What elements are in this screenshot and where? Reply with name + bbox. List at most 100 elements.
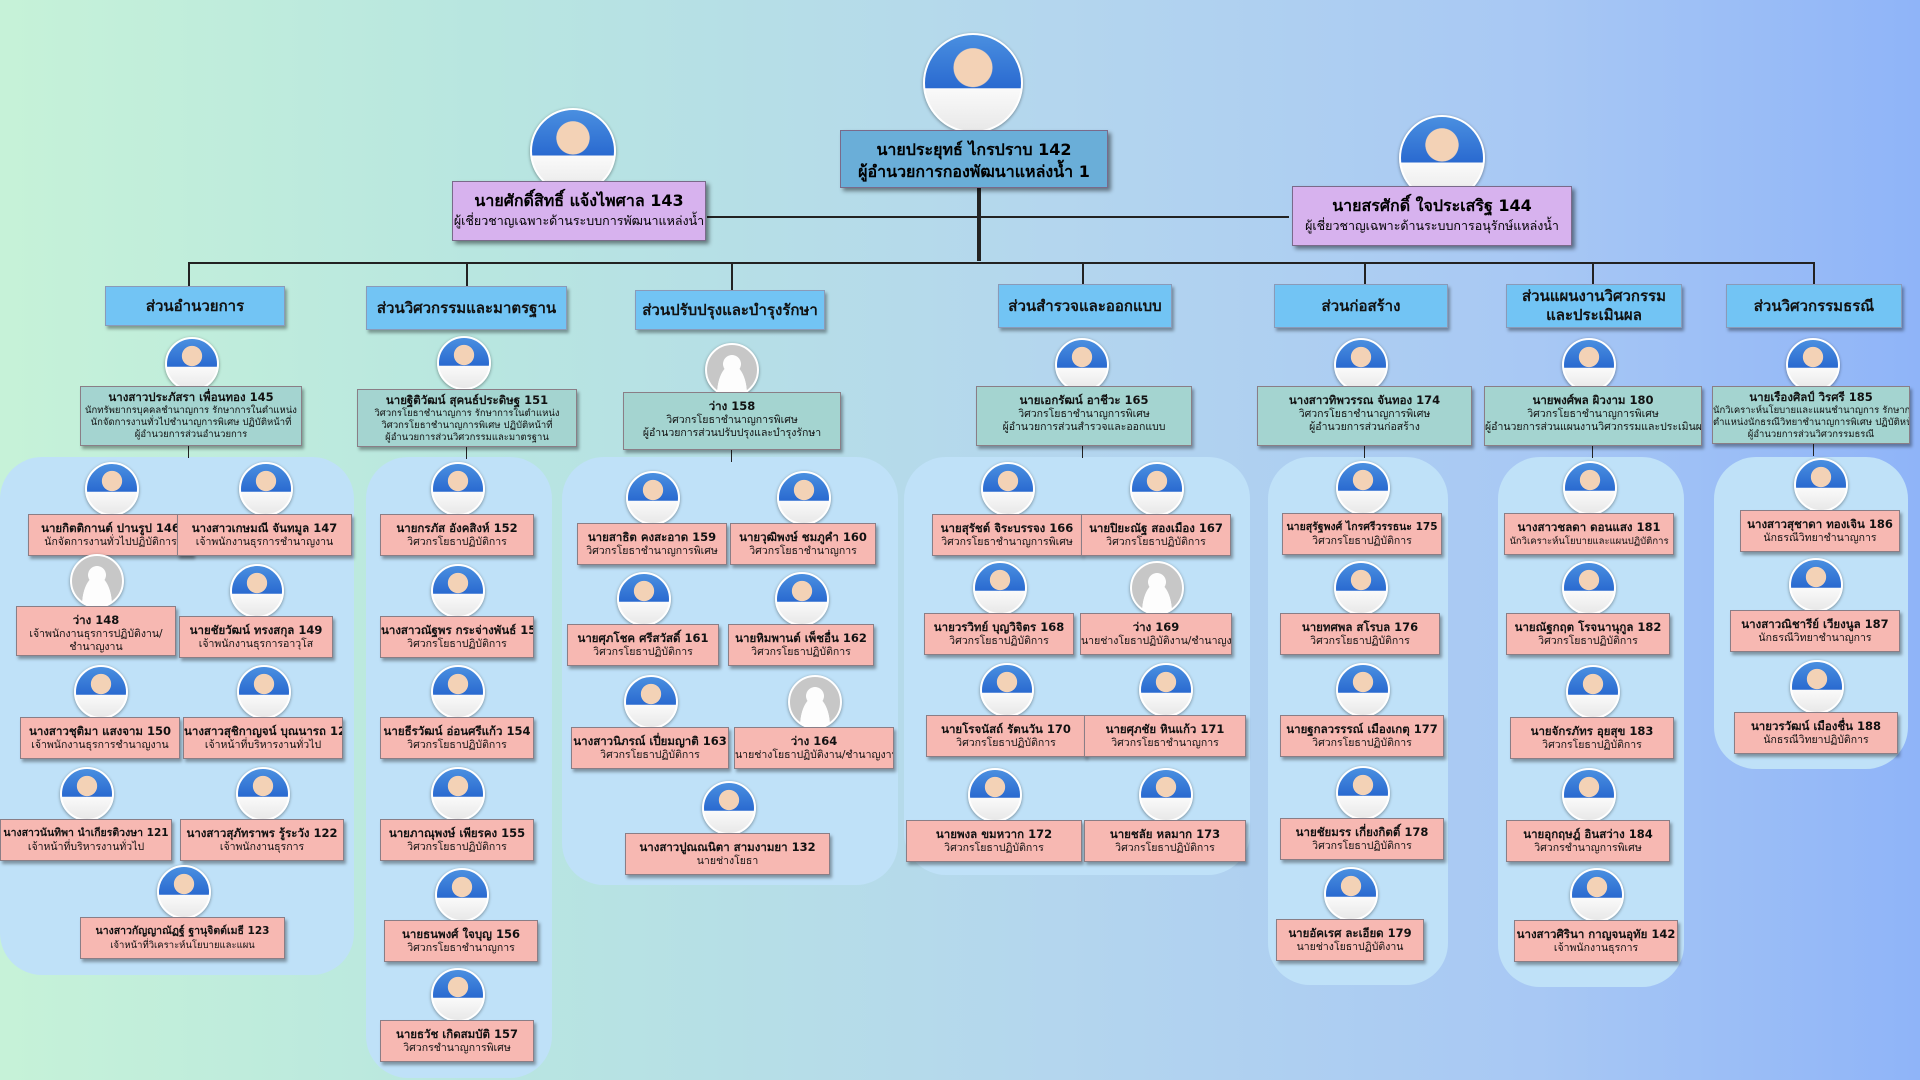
staff-photo bbox=[973, 561, 1027, 615]
staff-photo bbox=[84, 462, 139, 516]
head-role: ผู้อำนวยการส่วนอำนวยการ bbox=[134, 429, 248, 440]
head-photo bbox=[1562, 338, 1616, 392]
staff-name: นางสาวนันทิพา นำเกียรติวงษา 121 bbox=[3, 827, 169, 839]
staff-photo bbox=[435, 868, 489, 922]
staff-name: นายโรจนัสถ์ รัตนวัน 170 bbox=[941, 722, 1071, 736]
connector bbox=[466, 262, 468, 286]
staff-role: นักธรณีวิทยาปฏิบัติการ bbox=[1763, 734, 1869, 746]
staff-photo bbox=[624, 675, 678, 729]
staff-photo bbox=[431, 665, 485, 719]
staff-name: นายพงล ขมหวาก 172 bbox=[935, 827, 1053, 841]
staff-photo bbox=[431, 968, 485, 1022]
head-role: วิศวกรโยธาชำนาญการพิเศษ bbox=[666, 414, 798, 426]
staff-role: วิศวกรโยธาปฏิบัติการ bbox=[1106, 536, 1206, 548]
staff-role: วิศวกรโยธาปฏิบัติการ bbox=[949, 635, 1049, 647]
expert-right-name: นายสรศักดิ์ ใจประเสริฐ 144 bbox=[1332, 196, 1532, 215]
staff-role: วิศวกรโยธาปฏิบัติการ bbox=[407, 536, 507, 548]
staff-photo bbox=[1570, 868, 1624, 922]
staff-name: นางสาวชุติมา แสงจาม 150 bbox=[28, 724, 171, 738]
staff-photo bbox=[701, 781, 756, 835]
staff-photo bbox=[60, 767, 114, 821]
expert-left-name: นายศักดิ์สิทธิ์ แจ้งไพศาล 143 bbox=[474, 191, 684, 210]
head-name: นายฐิติวัฒน์ สุคนธ์ประดิษฐ 151 bbox=[385, 393, 549, 407]
staff-photo bbox=[70, 554, 124, 608]
connector bbox=[731, 450, 732, 462]
staff-name: ว่าง 164 bbox=[790, 734, 838, 748]
staff-photo bbox=[1794, 458, 1848, 512]
staff-role: วิศวกรโยธาปฏิบัติการ bbox=[600, 749, 700, 761]
staff-role: นายช่างโยธาปฏิบัติงาน/ชำนาญงาน bbox=[1081, 635, 1232, 647]
staff-role: วิศวกรโยธาชำนาญการ bbox=[749, 545, 857, 557]
staff-name: ว่าง 169 bbox=[1132, 620, 1180, 634]
staff-photo bbox=[981, 462, 1035, 516]
staff-name: นายชลัย หลมาก 173 bbox=[1109, 827, 1221, 841]
director-name: นายประยุทธ์ ไกรปราบ 142 bbox=[876, 140, 1072, 159]
staff-role: นายช่างโยธาปฏิบัติงาน bbox=[1296, 941, 1404, 953]
staff-photo bbox=[1139, 663, 1193, 717]
head-role: ผู้อำนวยการส่วนแผนงานวิศวกรรมและประเมินผ… bbox=[1485, 421, 1702, 433]
staff-role: วิศวกรโยธาชำนาญการ bbox=[407, 942, 515, 954]
head-name: นายเรืองศิลป์ วิรศรี 185 bbox=[1749, 390, 1873, 404]
staff-name: นายสุรัฐพงศ์ ไกรศรีวรรธนะ 175 bbox=[1286, 521, 1438, 533]
staff-photo bbox=[1562, 768, 1616, 822]
staff-role: วิศวกรชำนาญการพิเศษ bbox=[1534, 842, 1642, 854]
staff-role: วิศวกรโยธาปฏิบัติการ bbox=[407, 739, 507, 751]
staff-photo bbox=[236, 767, 290, 821]
connector bbox=[731, 262, 733, 290]
head-photo bbox=[1786, 338, 1840, 392]
staff-photo bbox=[237, 665, 291, 719]
staff-role: นายช่างโยธา bbox=[696, 855, 759, 867]
staff-role: เจ้าพนักงานธุรการอาวุโส bbox=[198, 638, 314, 650]
staff-name: นางสาวกัญญาณัฏฐ์ ฐานุจิตต์เมธี 123 bbox=[95, 925, 270, 937]
staff-role: เจ้าพนักงานธุรการปฏิบัติงาน/ bbox=[29, 628, 163, 640]
head-role: วิศวกรโยธาชำนาญการพิเศษ bbox=[1018, 408, 1150, 420]
head-name: นางสาวทิพวรรณ จันทอง 174 bbox=[1288, 393, 1441, 407]
connector bbox=[1082, 262, 1084, 284]
staff-photo bbox=[775, 572, 829, 626]
staff-name: ว่าง 148 bbox=[72, 613, 120, 627]
staff-name: นายธนพงศ์ ใจบุญ 156 bbox=[402, 927, 520, 941]
staff-name: นายวรวัฒน์ เมืองชื่น 188 bbox=[1750, 719, 1882, 733]
staff-photo bbox=[1336, 766, 1390, 820]
staff-role: วิศวกรโยธาชำนาญการพิเศษ bbox=[586, 545, 718, 557]
expert-right-role: ผู้เชี่ยวชาญเฉพาะด้านระบบการอนุรักษ์แหล่… bbox=[1305, 218, 1559, 233]
staff-role: นักธรณีวิทยาชำนาญการ bbox=[1763, 532, 1877, 544]
staff-photo bbox=[788, 675, 842, 729]
head-photo bbox=[1334, 338, 1388, 392]
staff-role: วิศวกรชำนาญการพิเศษ bbox=[403, 1042, 511, 1054]
staff-name: นายธวัช เกิดสมบัติ 157 bbox=[395, 1027, 519, 1041]
head-role: ผู้อำนวยการส่วนวิศวกรรมธรณี bbox=[1747, 429, 1875, 440]
staff-name: นายวุฒิพงษ์ ชมภูคำ 160 bbox=[739, 530, 867, 544]
staff-photo bbox=[980, 663, 1034, 717]
staff-photo bbox=[968, 768, 1022, 822]
staff-name: นายชัยมรร เกี่ยงกิตติ์ 178 bbox=[1295, 825, 1429, 839]
staff-name: นายภาณุพงษ์ เพียรคง 155 bbox=[388, 826, 526, 840]
